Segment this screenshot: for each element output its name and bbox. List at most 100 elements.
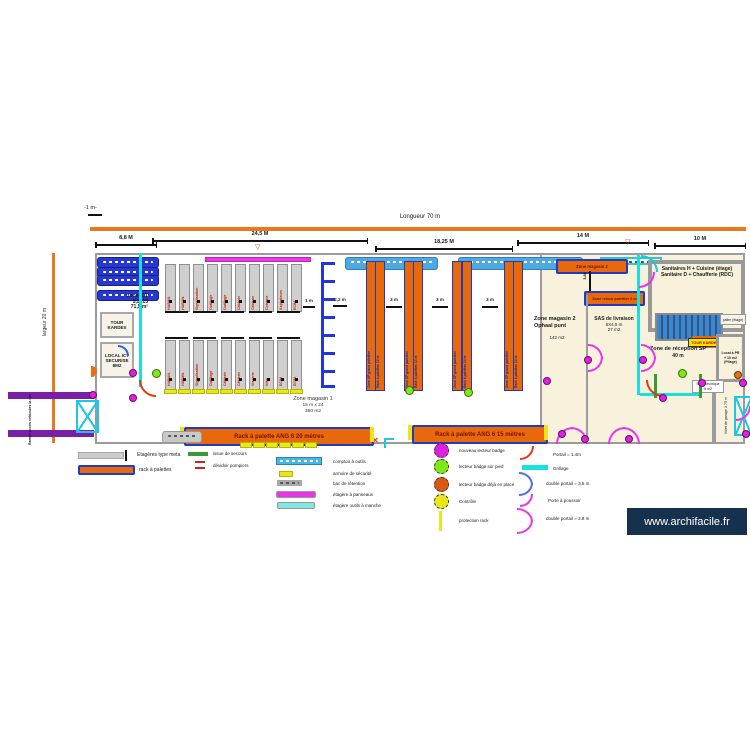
shelf-rack: ECIM <box>291 340 302 390</box>
badge-dot <box>639 356 647 364</box>
legend-poussoir-icon <box>520 494 533 507</box>
dim-10: 10 M <box>693 236 707 242</box>
legend-dot-pied <box>434 459 449 474</box>
rack-foot <box>178 389 191 394</box>
shelf-label: Outillage <box>223 294 227 310</box>
dim-line <box>152 238 368 244</box>
sas-elec-l1: SAS électrique <box>696 382 720 387</box>
rack-tooth <box>321 280 335 283</box>
badge-dot-pied <box>464 388 473 397</box>
local-pr-l1: Local à PR <box>721 351 740 356</box>
connector-pill <box>162 431 202 443</box>
volet-label: Volet de garage 3,75 m <box>724 397 728 435</box>
shelf-label: ECIM <box>293 377 297 386</box>
badge-dot-pied <box>152 369 161 378</box>
pallet-rack-label: Zone SP grand palettier <box>405 351 409 388</box>
rack-connector <box>193 337 216 339</box>
pallet-rack: Rack à palettes 14 m <box>375 261 385 391</box>
rack-foot <box>220 389 233 394</box>
legend-swatch-issue <box>188 452 208 456</box>
rack-connector <box>277 337 300 339</box>
shelf-label: Câblerie <box>237 371 241 386</box>
badge-dot <box>659 394 667 402</box>
portillon-x: ✕ <box>372 436 379 445</box>
sas-electrique-label: SAS électrique 5 m2 <box>692 380 724 393</box>
shelf-label: Câblerie <box>251 295 255 310</box>
ramp-label: Rampe accès véhicules la rue <box>28 394 32 445</box>
rack-connector <box>165 337 188 339</box>
dim-tick <box>432 306 448 308</box>
legend-swatch-manche <box>277 502 315 509</box>
legend-dbl28-icon <box>517 520 533 534</box>
rack-connector <box>193 311 216 313</box>
shelf-rack: Visserie <box>249 340 260 390</box>
dim-line <box>654 243 746 249</box>
rack-tooth <box>321 370 335 373</box>
sanitaires-line2: Sanitaire D + Chaufferie (RDC) <box>660 272 734 279</box>
legend-label: nouveau lecteur badge <box>459 448 505 453</box>
dim-18-25: 18,25 M <box>434 239 454 245</box>
zone2-sub: Ophaal punt <box>534 322 567 329</box>
pallet-rack-label: Rack à palettes 14 m <box>376 355 380 388</box>
label-pill <box>97 275 159 286</box>
shelf-rack: Outillage <box>221 264 232 312</box>
sas-elec-l2: 5 m2 <box>704 386 712 391</box>
shelf-rack: Câblerie <box>235 264 246 312</box>
banner-tab <box>292 442 304 448</box>
banner-tab <box>305 442 317 448</box>
rack-foot <box>248 389 261 394</box>
pallet-rack-label: Zone SP grand palettier <box>505 351 509 388</box>
legend-label: armoire de sécurité <box>333 471 372 476</box>
local-pr-l3: (Pliage) <box>724 360 737 365</box>
legend-dot-new <box>434 443 449 458</box>
legend-label: dévidoir pompiers <box>213 463 249 468</box>
rack-connector <box>277 311 300 313</box>
legend-label: rack à palettes <box>139 467 172 473</box>
dim-line-v <box>589 271 591 291</box>
badge-dot-pied <box>678 369 687 378</box>
badge-dot <box>698 379 706 387</box>
legend-swatch-rack <box>78 465 135 475</box>
gate-crossed <box>76 400 99 433</box>
dim-tick <box>482 306 498 308</box>
shelf-label: Câblerie <box>237 295 241 310</box>
rack-foot <box>206 389 219 394</box>
legend-label: Porte à poussoir <box>548 498 581 503</box>
pallet-rack: Rack à palettes 14 m <box>413 261 423 391</box>
dim-tick <box>333 305 347 307</box>
banner-tab <box>253 442 265 448</box>
rack-connector <box>221 311 244 313</box>
legend-label: bac de rétention <box>333 481 366 486</box>
dim-3-85: 3,85 <box>582 272 587 280</box>
zone2-label: Zone magasin 2 Ophaal punt 142 m2 <box>534 316 596 341</box>
tour-kardex-room: TOUR KARDEX <box>100 312 134 338</box>
legend-swatch-bac <box>277 480 302 486</box>
legend-dot-place <box>434 477 449 492</box>
badge-dot <box>558 430 566 438</box>
zone1-area: 360 m2 <box>305 409 321 415</box>
legend-label: comptoir à outils <box>333 459 366 464</box>
shelf-label: Outillage <box>209 294 213 310</box>
banner-end <box>408 425 412 440</box>
shelf-rack: Câblerie <box>221 340 232 390</box>
dim-line <box>95 242 157 248</box>
pallet-rack-label: Rack à palettes 14 m <box>414 355 418 388</box>
half-dot <box>91 366 97 377</box>
cyan-wall <box>637 255 640 395</box>
triangle-marker: ▽ <box>625 239 631 246</box>
watermark: www.archifacile.fr <box>627 508 747 535</box>
pallet-rack-label: Zone SP grand palettier <box>453 351 457 388</box>
banner-tab <box>240 442 252 448</box>
legend-label: étagère à panneaux <box>333 492 374 497</box>
badge-dot <box>739 379 747 387</box>
zone2-pill: Zone magasin 2 <box>556 259 628 274</box>
sas-area: 27 m2 <box>607 327 621 333</box>
shelf-rack: Outillage <box>207 340 218 390</box>
devidoir-icon <box>195 461 205 469</box>
shelf-label: Câblerie <box>223 371 227 386</box>
zone1-label: Zone magasin 1 15 m x 24 360 m2 <box>283 396 343 416</box>
dim-3m: 3 m <box>436 297 444 302</box>
legend-label: lecteur badge déjà en place <box>459 482 515 487</box>
sas-size: 6X4,5 m <box>605 322 623 327</box>
pallet-rack: Rack à palettes 14 m <box>462 261 472 391</box>
